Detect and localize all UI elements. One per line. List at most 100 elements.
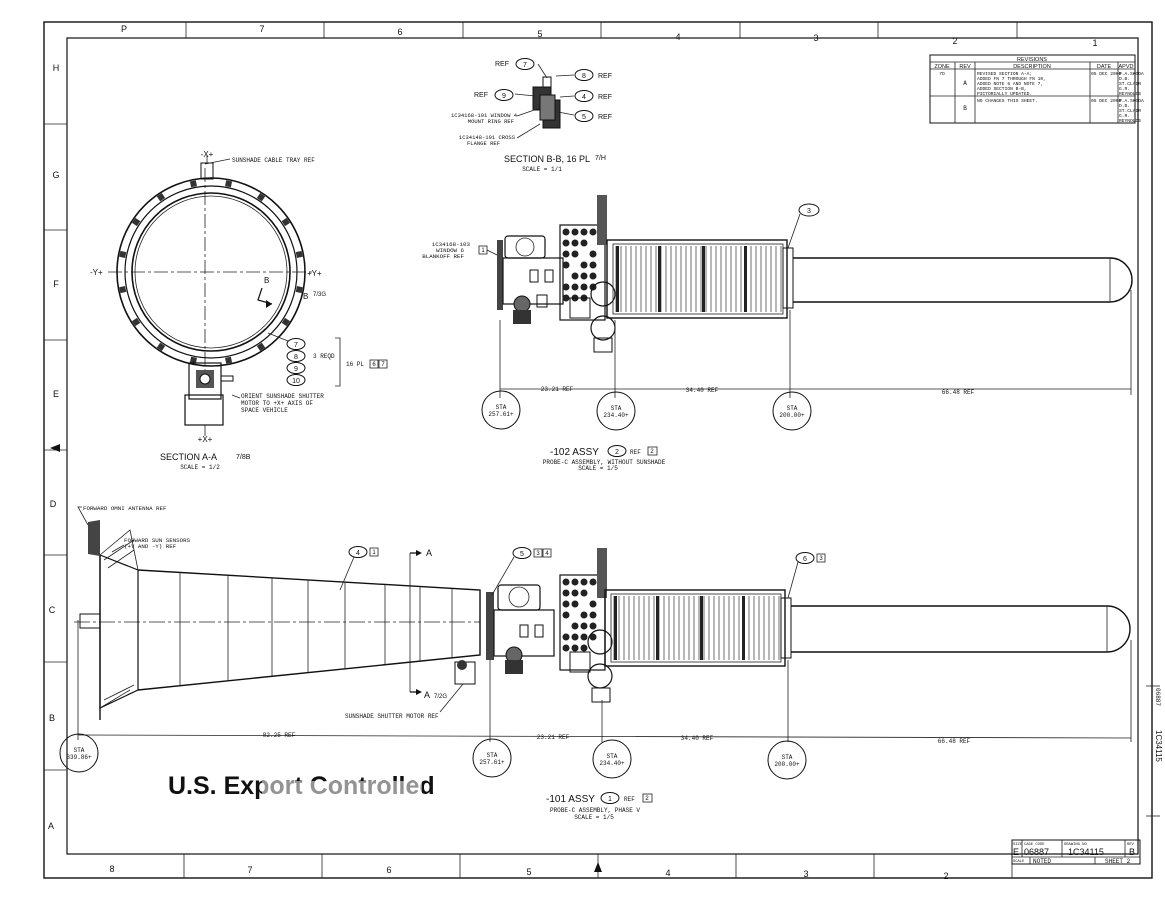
zone-row-5: D [50, 499, 57, 509]
rev-b-apvd-3: ST.CLAIR [1119, 108, 1141, 114]
101-ref-box: 2 [645, 796, 649, 802]
aa-inner-ring [131, 192, 291, 352]
rev-b-apvd-1: P.A.SKODA [1119, 98, 1144, 104]
aa-axis-bottom: +X+ [198, 435, 213, 444]
101-forward-frame [99, 554, 139, 709]
aa-pl-box-7: 7 [381, 362, 385, 368]
101-sta-3-label: STA [607, 753, 618, 760]
rev-a-desc-1: REVISED SECTION A-A; [977, 71, 1032, 77]
102-callout-3: 3 [807, 208, 811, 215]
rev-a-apvd-3: ST.CLAIR [1119, 81, 1141, 87]
bb-ref-8-label: REF [598, 73, 612, 80]
connector [562, 611, 570, 619]
connector [571, 589, 579, 597]
aa-axis-left: -Y+ [90, 268, 103, 277]
bolt [189, 180, 197, 188]
102-sta-2-value: 234.40+ [603, 412, 629, 419]
tb-cage-label: CAGE CODE [1024, 843, 1045, 847]
bb-scale: SCALE = 1/1 [522, 166, 562, 173]
102-sta-1-label: STA [496, 404, 507, 411]
101-callout-5-box-1: 3 [536, 551, 540, 557]
bb-ref-4-label: REF [598, 94, 612, 101]
101-sta-1-label: STA [74, 747, 85, 754]
101-connectors [562, 578, 597, 652]
aa-axis-right: +Y+ [307, 269, 322, 278]
aa-callout-8: 8 [294, 354, 298, 361]
102-blankoff-note-3: BLANKOFF REF [422, 253, 464, 260]
fin-rib [742, 596, 745, 660]
zone-col-bottom-2: 7 [247, 865, 252, 875]
102-dim-2: 34.40 REF [686, 387, 719, 394]
side-number-text: 1C34115 [1154, 730, 1163, 762]
section-bb-view: REF 7 8 REF REF 9 4 REF 5 REF 1C34168-10… [451, 58, 612, 173]
102-title: -102 ASSY [550, 447, 599, 458]
tb-rev-label: REV [1127, 843, 1135, 847]
connector [580, 611, 588, 619]
102-blankoff-note-2: WINDOW 6 [436, 247, 464, 254]
102-main-housing [606, 239, 788, 319]
aa-callout-9: 9 [294, 366, 298, 373]
connector [562, 239, 570, 247]
rev-a-desc-4: ADDED SECTION B-B, [977, 86, 1027, 92]
rev-a-date: 05 DEC 2000 [1091, 71, 1122, 77]
tb-size: E [1013, 847, 1019, 857]
bb-window-ring-note-2: MOUNT RING REF [468, 118, 514, 125]
101-sta-4-value: 200.00+ [774, 761, 800, 768]
zone-col-bottom-1: 8 [109, 864, 114, 874]
102-scale: SCALE = 1/5 [578, 465, 618, 472]
101-flange [486, 592, 494, 660]
rev-b-apvd-5: REYNOLDS [1119, 118, 1141, 124]
bolt [225, 356, 233, 364]
bb-ref-9-label: REF [474, 92, 488, 99]
zone-row-7: B [49, 713, 55, 723]
connector [571, 578, 579, 586]
aa-outer-ring [116, 177, 306, 367]
rev-a-apvd-1: P.A.SKODA [1119, 71, 1144, 77]
connector [562, 644, 570, 652]
101-sta-1-value: 339.86+ [66, 754, 92, 761]
rev-b-letter: B [963, 105, 967, 112]
revision-block: REVISIONS ZONE REV DESCRIPTION DATE APVD… [929, 54, 1144, 124]
102-title-circle: 2 [615, 449, 619, 456]
rev-a-apvd-5: REYNOLDS [1119, 91, 1141, 97]
connector [562, 600, 570, 608]
101-sta-3-value: 234.40+ [599, 760, 625, 767]
101-dim-4: 66.48 REF [938, 738, 971, 745]
102-blankoff-flange [497, 240, 503, 310]
aa-orient-note-3: SPACE VEHICLE [241, 407, 288, 414]
101-sta-2-label: STA [487, 752, 498, 759]
zone-col-bottom-5: 4 [665, 868, 670, 878]
bolt [256, 193, 266, 202]
connector [562, 250, 570, 258]
102-title-ref: REF [630, 449, 641, 456]
zone-col-bottom-3: 6 [386, 865, 391, 875]
connector [571, 239, 579, 247]
101-subtitle: PROBE-C ASSEMBLY, PHASE V [550, 807, 640, 814]
102-sta-3-value: 200.00+ [779, 412, 805, 419]
bolt [295, 250, 303, 258]
101-omni-antenna [88, 520, 100, 556]
rev-a-desc-3: ADDED NOTE 6 AND NOTE 7, [977, 81, 1043, 87]
bb-callout-7: 7 [523, 62, 527, 69]
zone-col-top-6: 3 [813, 33, 818, 43]
connector [589, 261, 597, 269]
zone-row-4: E [53, 389, 59, 399]
bolt [189, 356, 197, 364]
bb-callout-9: 9 [502, 93, 506, 100]
fin-rib [658, 246, 661, 312]
tb-dwg-label: DRAWING NO [1064, 843, 1088, 847]
bolt [295, 286, 303, 294]
connector [589, 611, 597, 619]
zone-col-top-4: 5 [537, 29, 542, 39]
zone-col-top-1: P [121, 24, 127, 34]
aa-reqd-note: 3 REQD [313, 353, 335, 360]
bb-callout-4: 4 [582, 94, 586, 101]
aa-cable-tray-note: SUNSHADE CABLE TRAY REF [232, 157, 315, 164]
bolt [119, 286, 127, 294]
connector [562, 578, 570, 586]
connector [571, 228, 579, 236]
connector [580, 239, 588, 247]
101-sun-sensor-note-1: FORWARD SUN SENSORS [124, 537, 191, 544]
zone-col-top-5: 4 [675, 32, 680, 42]
zone-col-top-3: 6 [397, 27, 402, 37]
